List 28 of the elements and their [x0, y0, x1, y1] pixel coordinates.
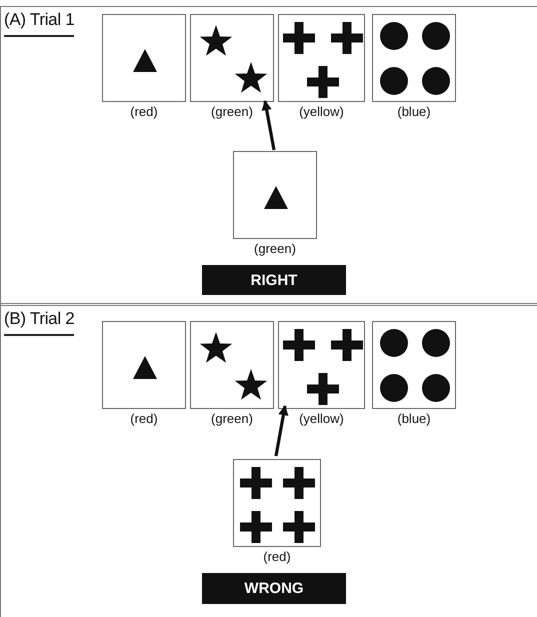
feedback-banner: RIGHT: [202, 265, 346, 295]
stimulus-card: [190, 321, 274, 409]
card-caption: (yellow): [298, 104, 345, 119]
card-caption: (green): [253, 241, 297, 256]
stimulus-card: [102, 14, 186, 102]
card-caption: (red): [262, 549, 292, 564]
arrow: [274, 405, 288, 456]
card-caption: (green): [210, 104, 254, 119]
stimulus-card: [278, 321, 365, 409]
panel-heading: (A) Trial 1: [4, 10, 74, 37]
card-caption: (blue): [396, 411, 432, 426]
stimulus-card: [233, 459, 321, 547]
card-caption: (red): [129, 411, 159, 426]
stimulus-card: [233, 151, 317, 239]
feedback-banner: WRONG: [202, 573, 346, 604]
stimulus-card: [372, 14, 456, 102]
card-caption: (green): [210, 411, 254, 426]
card-caption: (yellow): [298, 411, 345, 426]
panel-heading: (B) Trial 2: [4, 309, 74, 336]
stimulus-card: [102, 321, 186, 409]
stimulus-card: [278, 14, 365, 102]
arrow: [262, 100, 276, 150]
panel: [0, 303, 537, 617]
card-caption: (red): [129, 104, 159, 119]
card-caption: (blue): [396, 104, 432, 119]
stimulus-card: [372, 321, 456, 409]
stimulus-card: [190, 14, 274, 102]
panel: [0, 6, 537, 305]
